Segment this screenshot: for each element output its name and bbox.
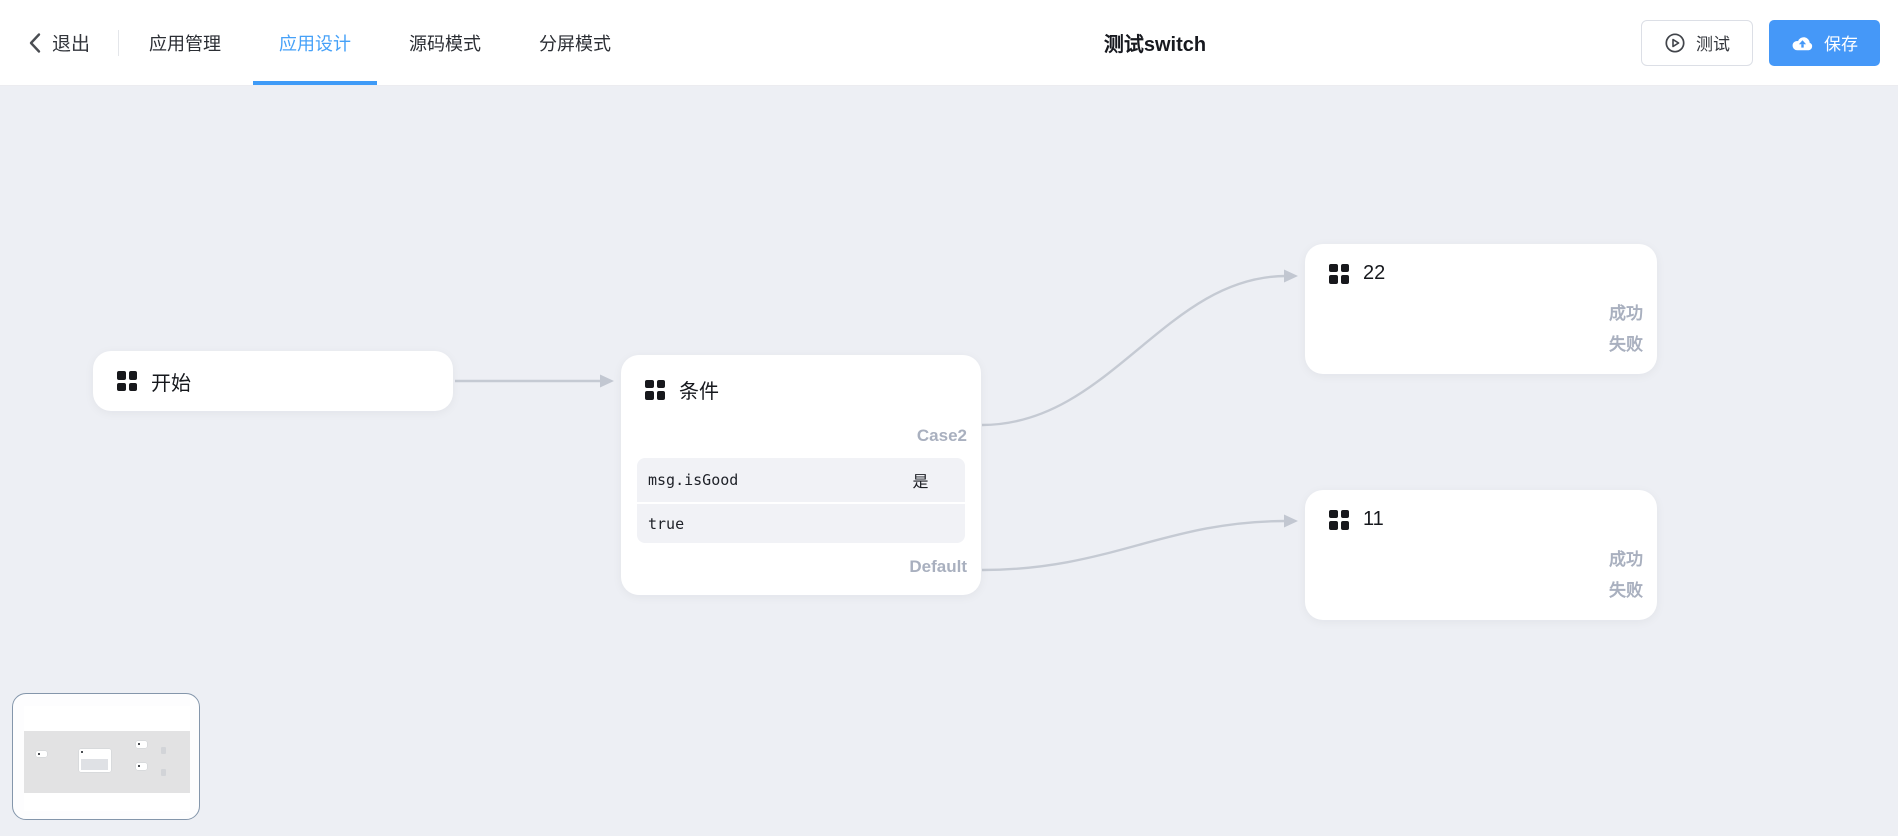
node-22-header: 22	[1305, 262, 1657, 285]
tab-app-design[interactable]: 应用设计	[253, 0, 378, 85]
flow-canvas[interactable]: 开始 条件 Case2 msg.isGood 是 true Default	[0, 86, 1898, 836]
header-buttons: 测试 保存	[1641, 19, 1880, 66]
node-condition-header: 条件	[621, 375, 981, 404]
node-11-header: 11	[1305, 508, 1657, 531]
port-failure[interactable]: 失败	[1609, 581, 1643, 600]
minimap-condition-box	[81, 759, 108, 770]
node-11[interactable]: 11 成功 失败	[1305, 490, 1657, 620]
tab-split-mode[interactable]: 分屏模式	[539, 33, 612, 54]
save-button[interactable]: 保存	[1769, 19, 1880, 66]
exit-button[interactable]: 退出	[28, 29, 90, 56]
header-divider	[118, 29, 120, 56]
minimap-node-condition	[79, 749, 111, 772]
node-11-ports: 成功 失败	[1305, 545, 1657, 601]
play-circle-icon	[1665, 32, 1685, 53]
node-22[interactable]: 22 成功 失败	[1305, 244, 1657, 374]
flow-edges	[455, 269, 1298, 572]
node-condition-title: 条件	[679, 381, 719, 403]
tab-source-mode[interactable]: 源码模式	[409, 33, 482, 54]
port-success[interactable]: 成功	[1609, 304, 1643, 323]
grid-icon	[1329, 509, 1349, 530]
condition-rule-row: msg.isGood 是	[637, 458, 965, 502]
title-zone: 测试switch	[669, 28, 1641, 57]
minimap[interactable]	[12, 693, 200, 820]
grid-icon	[645, 379, 665, 400]
cloud-upload-icon	[1792, 36, 1813, 50]
condition-rule-box: msg.isGood 是 true	[637, 458, 965, 543]
rule-operator: 是	[876, 468, 965, 492]
port-case2[interactable]: Case2	[916, 426, 967, 445]
node-start-title: 开始	[151, 372, 191, 395]
rule-field: msg.isGood	[648, 471, 739, 489]
node-start[interactable]: 开始	[93, 351, 453, 411]
node-22-title: 22	[1363, 262, 1386, 284]
grid-icon	[1329, 263, 1349, 284]
port-default[interactable]: Default	[909, 557, 967, 576]
mode-tabs: 应用管理 应用设计 源码模式 分屏模式	[149, 0, 669, 85]
minimap-node-11	[136, 763, 147, 770]
save-button-label: 保存	[1824, 35, 1858, 54]
node-start-header: 开始	[93, 367, 215, 396]
edge-default-to-11	[981, 514, 1298, 572]
node-22-ports: 成功 失败	[1305, 299, 1657, 355]
top-toolbar: 退出 应用管理 应用设计 源码模式 分屏模式 测试switch 测试 保存	[0, 0, 1898, 86]
port-failure[interactable]: 失败	[1609, 335, 1643, 354]
grid-icon	[117, 371, 137, 391]
test-button[interactable]: 测试	[1641, 19, 1753, 66]
condition-value-row: true	[637, 502, 965, 543]
node-condition[interactable]: 条件 Case2 msg.isGood 是 true Default	[621, 355, 981, 595]
test-button-label: 测试	[1696, 35, 1730, 54]
minimap-page	[24, 706, 190, 811]
node-11-title: 11	[1363, 508, 1384, 530]
rule-value: true	[648, 514, 685, 533]
minimap-node-start	[36, 751, 47, 757]
minimap-port-marks	[161, 769, 166, 776]
exit-label: 退出	[52, 34, 91, 55]
tab-app-management[interactable]: 应用管理	[149, 33, 222, 54]
page-title: 测试switch	[1103, 34, 1207, 56]
minimap-node-22	[136, 741, 147, 748]
port-success[interactable]: 成功	[1609, 550, 1643, 569]
minimap-port-marks	[161, 747, 166, 754]
edge-case2-to-22	[981, 269, 1298, 427]
chevron-left-icon	[29, 32, 41, 53]
